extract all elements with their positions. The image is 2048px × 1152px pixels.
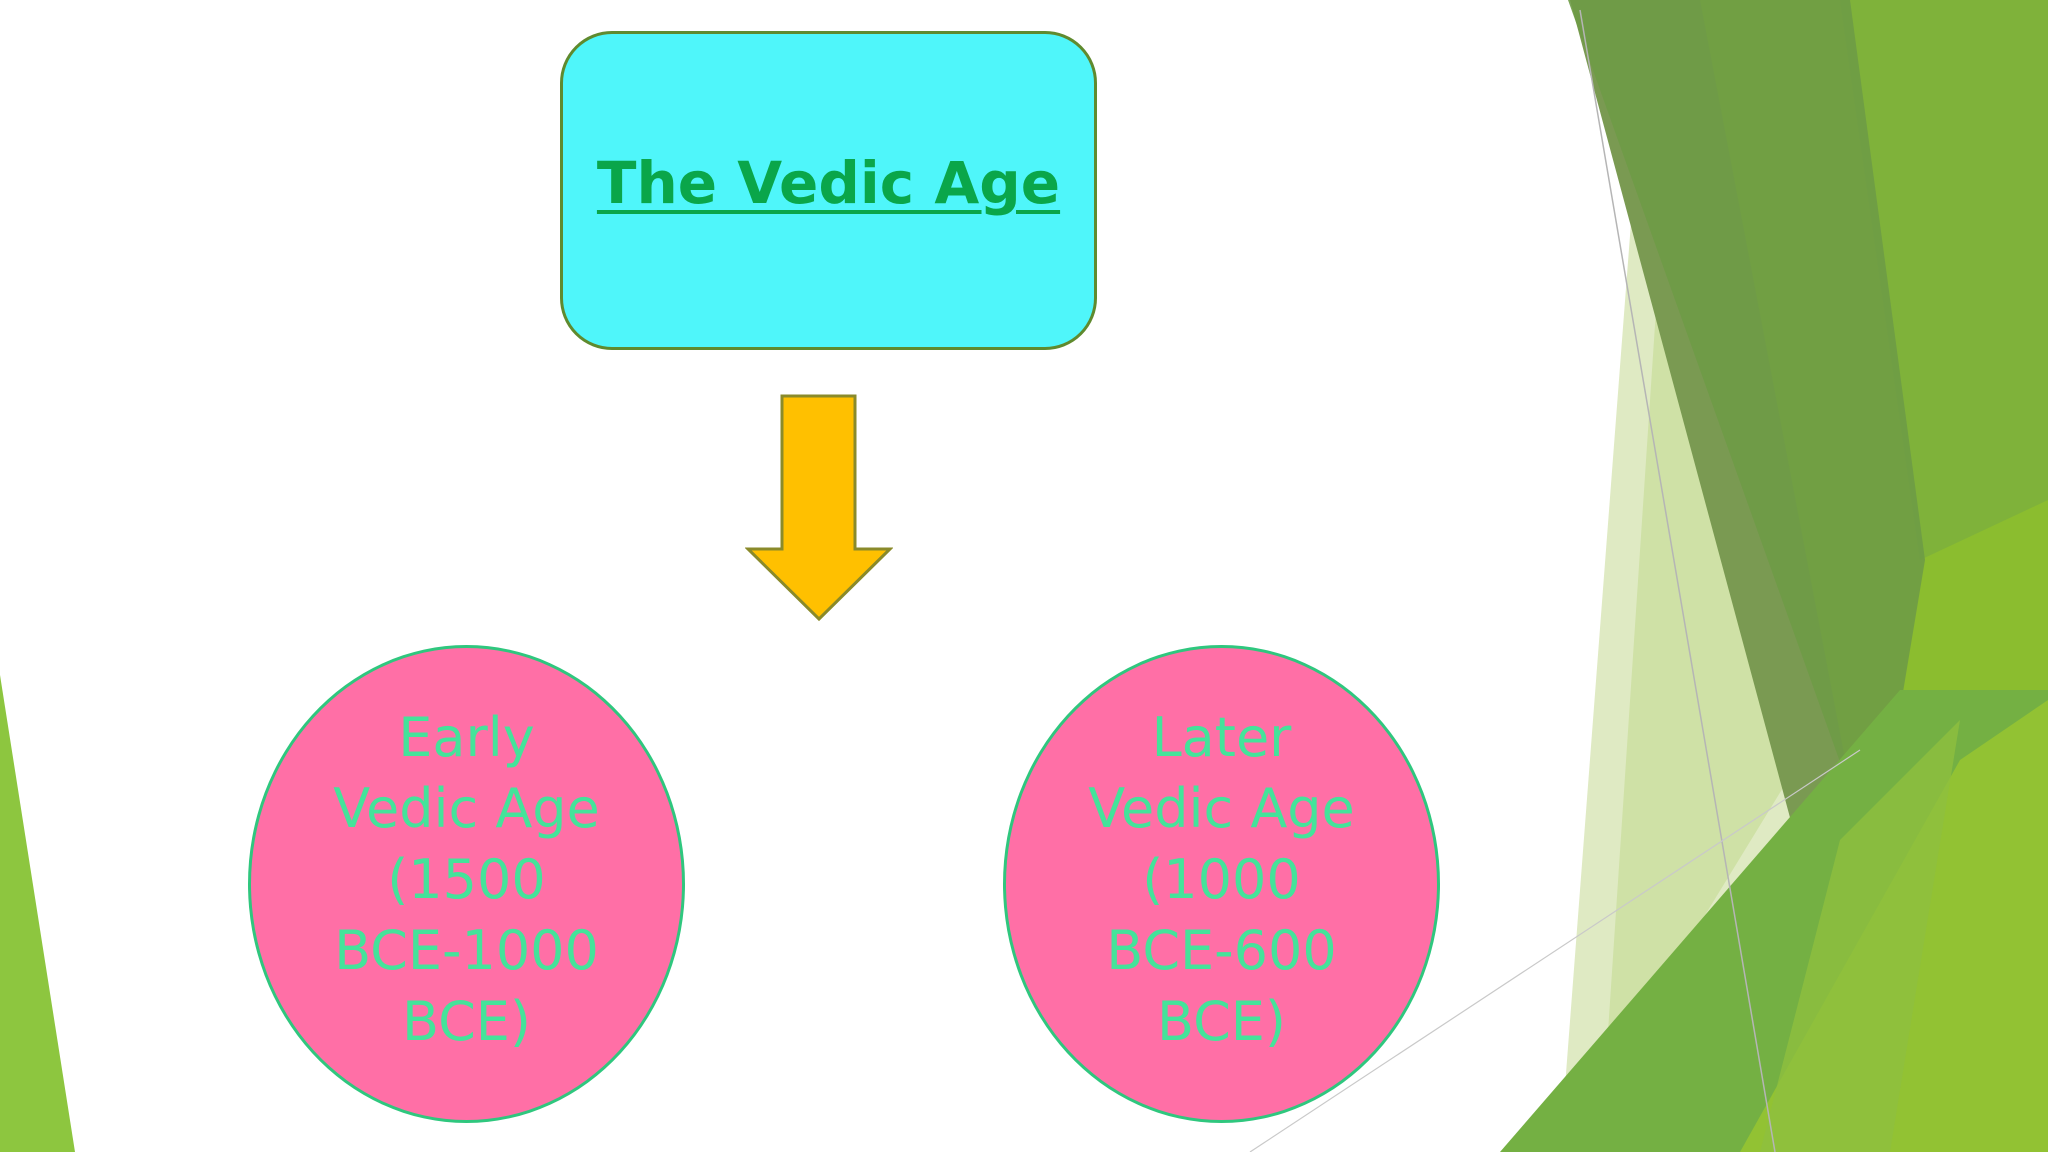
thin-line-2 — [1249, 749, 1861, 1152]
left-sliver — [0, 675, 75, 1152]
title-box: The Vedic Age — [560, 31, 1097, 350]
facet-mid-3 — [1840, 0, 2048, 560]
thin-line-1 — [1579, 9, 1776, 1152]
facet-dark — [1568, 0, 1925, 860]
down-arrow-icon — [745, 394, 893, 622]
facet-lower-3 — [1760, 720, 1960, 1152]
later-vedic-age-node: Later Vedic Age (1000 BCE-600 BCE) — [1003, 645, 1440, 1123]
later-vedic-age-label: Later Vedic Age (1000 BCE-600 BCE) — [1088, 705, 1355, 1053]
diagram-title: The Vedic Age — [596, 149, 1061, 217]
early-vedic-age-node: Early Vedic Age (1500 BCE-1000 BCE) — [248, 645, 685, 1123]
early-vedic-age-label: Early Vedic Age (1500 BCE-1000 BCE) — [333, 705, 600, 1053]
facet-light-2 — [1560, 250, 1800, 1152]
